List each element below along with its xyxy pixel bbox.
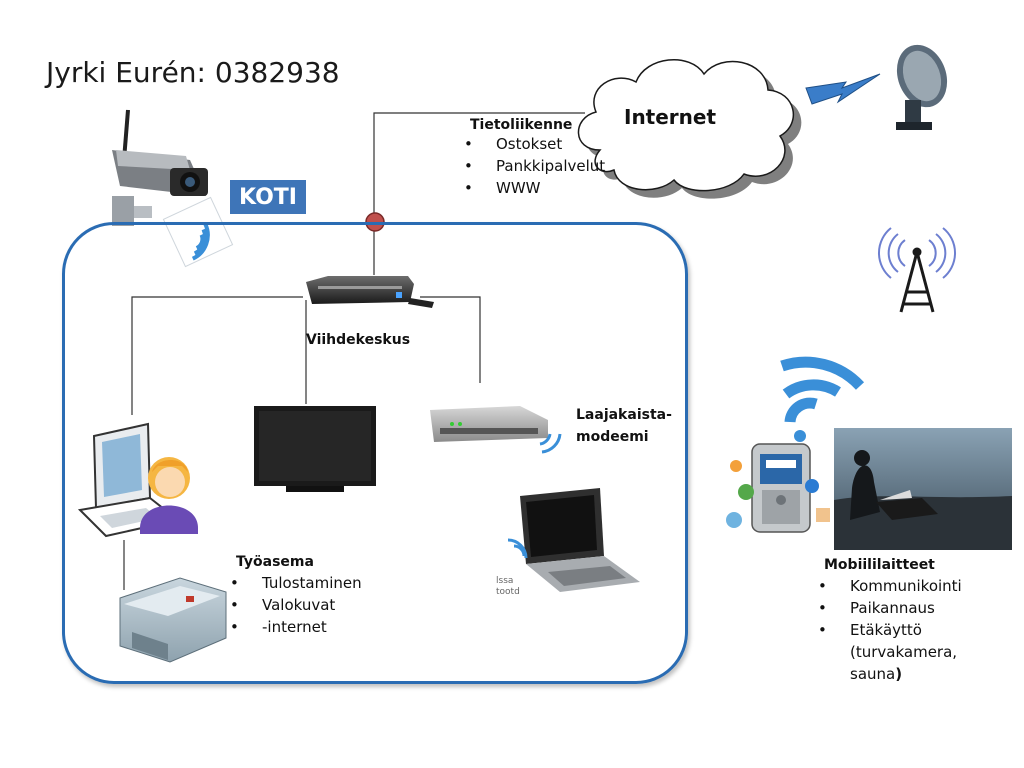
home-frame	[62, 222, 688, 684]
modem-icon	[430, 406, 562, 454]
mobile-item: Etäkäyttö	[816, 619, 962, 641]
mobile-item-continuation: sauna)	[816, 663, 962, 685]
mobile-phone-icon	[726, 443, 830, 533]
modem-label-line1: Laajakaista-	[576, 407, 672, 423]
mobile-continuation-text: sauna	[850, 665, 896, 683]
laptop-icon	[507, 488, 640, 592]
workstation-item: Valokuvat	[228, 594, 362, 616]
connection-lines	[123, 112, 585, 590]
home-label: KOTI	[230, 180, 306, 214]
traffic-item: Ostokset	[462, 133, 605, 155]
laptop-tag: lssa tootd	[496, 576, 520, 598]
person-with-laptop-photo	[834, 428, 1012, 550]
workstation-title: Työasema	[236, 554, 314, 570]
user-avatar-icon	[140, 457, 198, 534]
modem-label: Laajakaista- modeemi	[576, 404, 672, 448]
workstation-item: -internet	[228, 616, 362, 638]
workstation-item: Tulostaminen	[228, 572, 362, 594]
line-to-modem	[420, 296, 481, 383]
printer-icon	[119, 577, 227, 663]
mobile-item: Kommunikointi	[816, 575, 962, 597]
mobile-item: Paikannaus	[816, 597, 962, 619]
traffic-title: Tietoliikenne	[470, 117, 573, 133]
lightning-bolt-icon	[805, 73, 881, 105]
traffic-item: WWW	[462, 177, 605, 199]
wifi-waves-icon	[780, 356, 865, 442]
mobile-block: Mobiililaitteet Kommunikointi Paikannaus…	[818, 557, 962, 685]
traffic-block: Tietoliikenne Ostokset Pankkipalvelut WW…	[464, 117, 605, 199]
satellite-dish-icon	[888, 40, 950, 132]
mobile-item-continuation: (turvakamera,	[850, 643, 958, 661]
page-title: Jyrki Eurén: 0382938	[46, 56, 340, 89]
camera-icon	[112, 109, 208, 226]
internet-link-line	[373, 112, 585, 222]
wifi-badge-icon	[162, 196, 234, 268]
cloud-icon	[577, 59, 802, 199]
mobile-continuation-close: )	[895, 665, 903, 683]
workstation-block: Työasema Tulostaminen Valokuvat -interne…	[230, 554, 362, 638]
traffic-item: Pankkipalvelut	[462, 155, 605, 177]
mobile-title: Mobiililaitteet	[824, 557, 935, 573]
laptop-tag-line1: lssa	[496, 576, 514, 586]
laptop-tag-line2: tootd	[496, 587, 520, 597]
internet-label: Internet	[624, 105, 717, 129]
set-top-box-icon	[306, 276, 434, 308]
computer-icon	[77, 422, 181, 538]
radio-tower-icon	[878, 227, 956, 313]
tv-icon	[254, 406, 376, 492]
entertainment-center-label: Viihdekeskus	[306, 332, 411, 348]
modem-label-line2: modeemi	[576, 429, 649, 445]
line-to-computer	[131, 296, 303, 415]
